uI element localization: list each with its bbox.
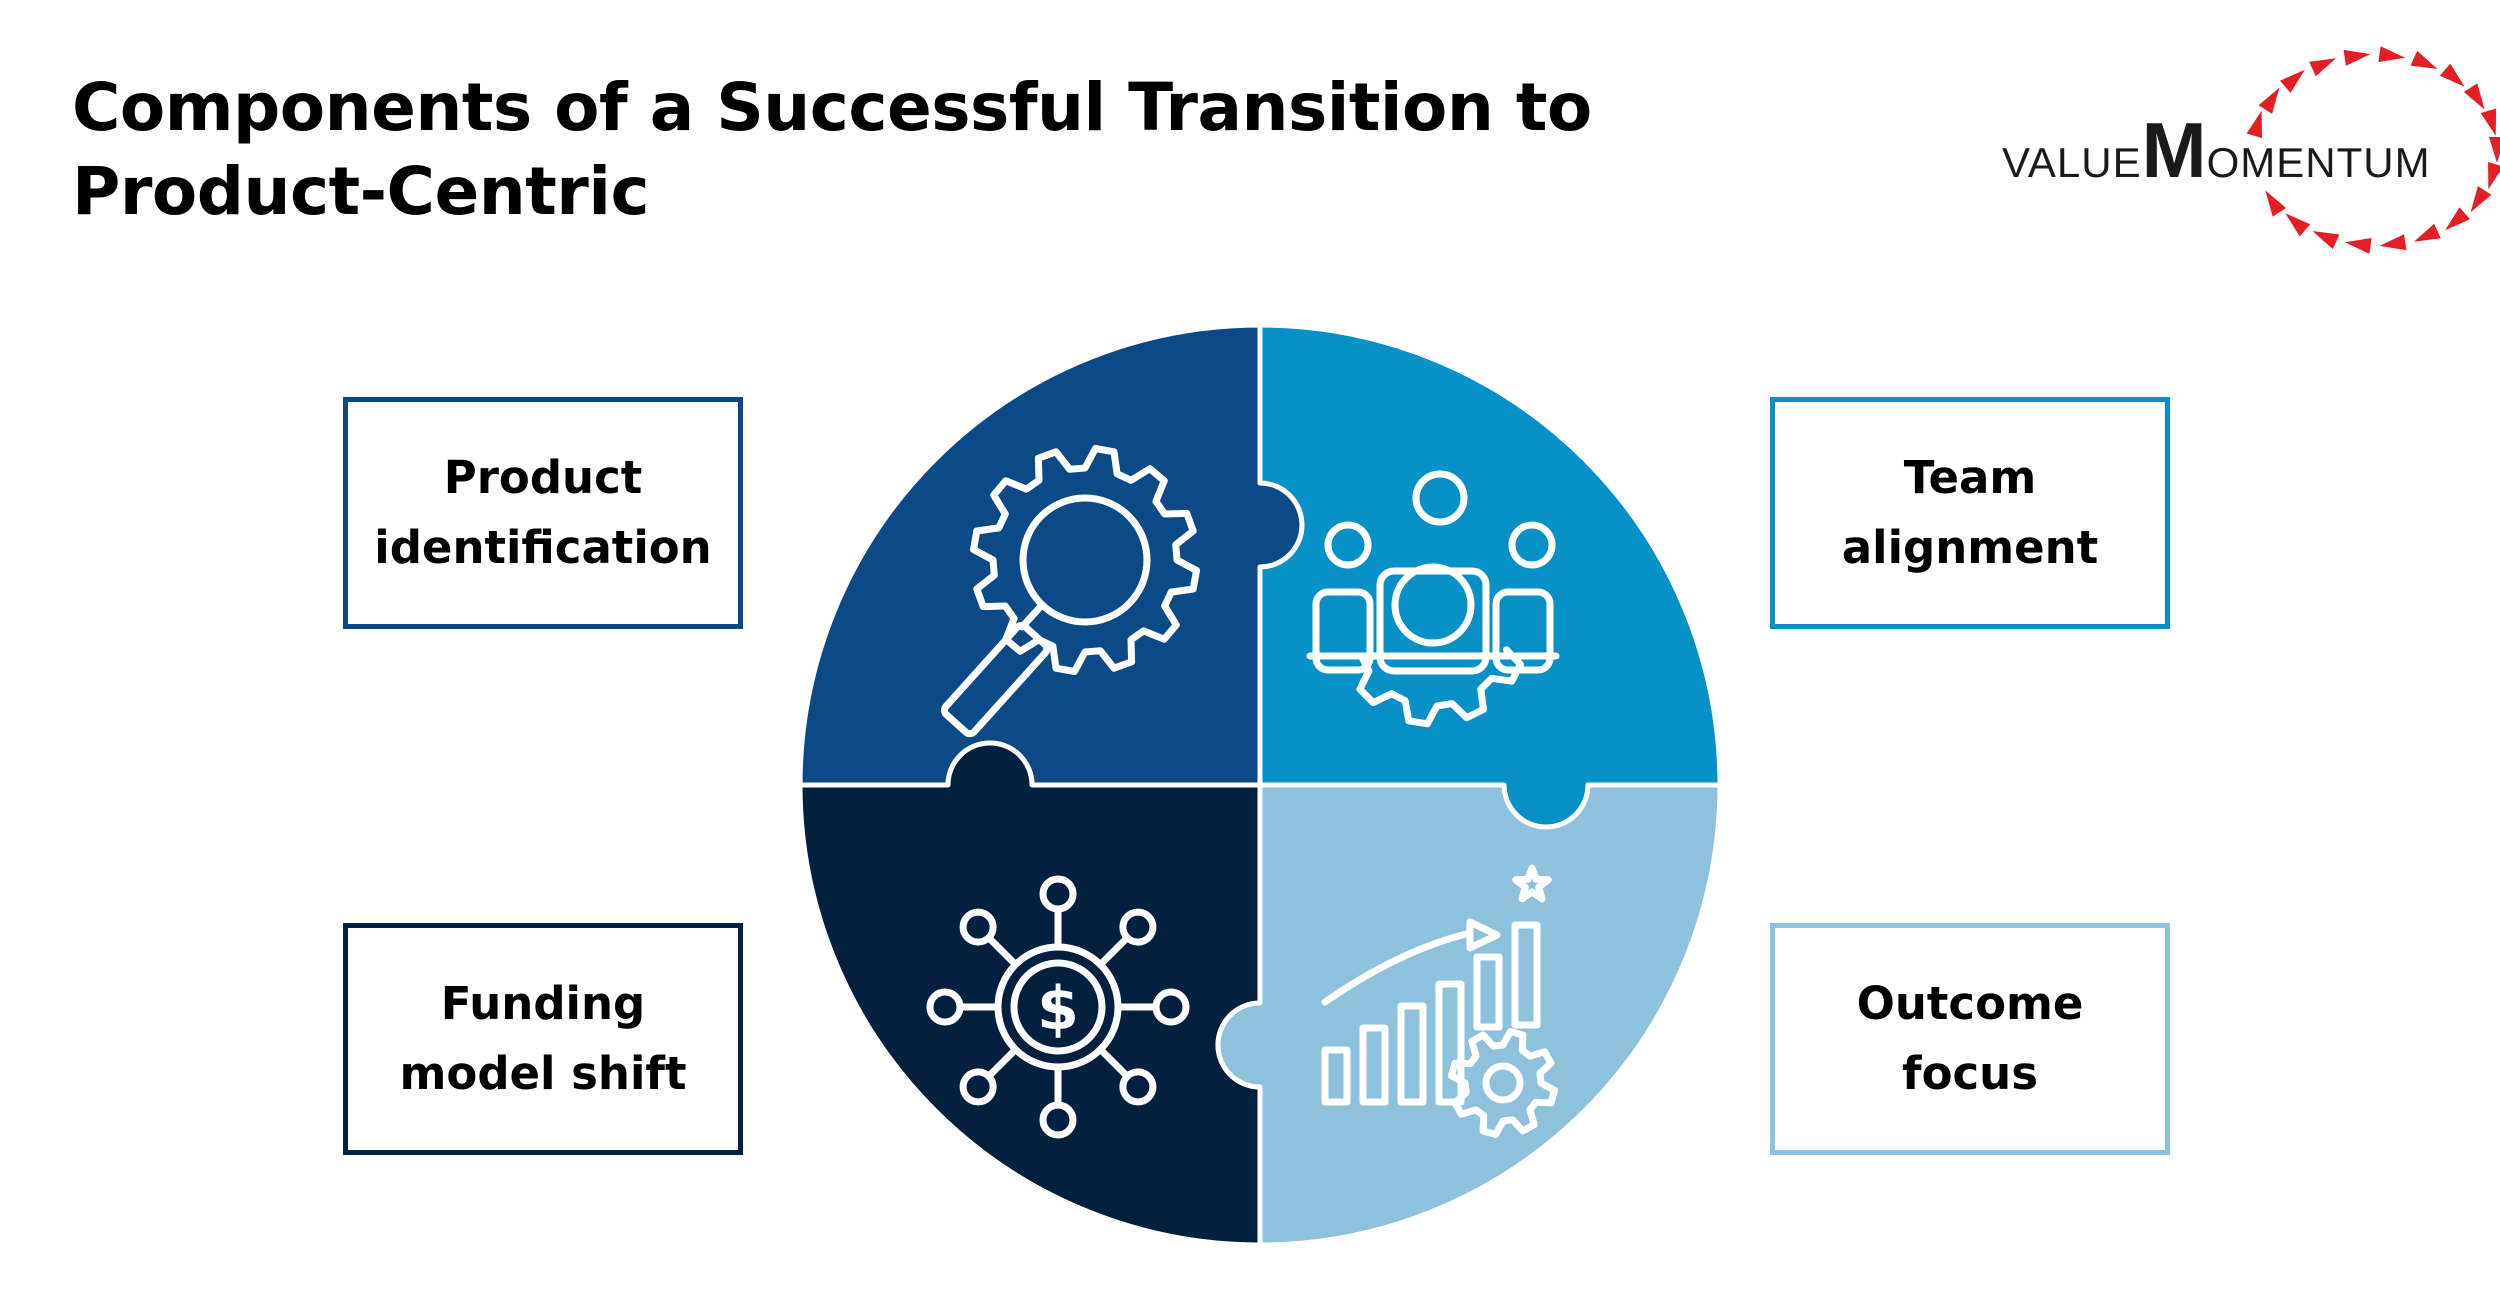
- logo-arrow: [2280, 69, 2305, 93]
- puzzle-piece-top-left: [797, 322, 1305, 788]
- label-line-2: focus: [1902, 1047, 2038, 1100]
- dollar-sign-icon: $: [1037, 974, 1079, 1044]
- logo-arrow: [2413, 223, 2441, 242]
- logo-word-omentum: OMENTUM: [2207, 139, 2431, 186]
- network-node: [1119, 1068, 1157, 1106]
- puzzle-piece-bottom-left: [797, 740, 1263, 1248]
- logo-arrow: [2445, 207, 2470, 231]
- logo-wordmark: VALUEMOMENTUM: [2002, 106, 2431, 194]
- network-link: [985, 934, 1018, 967]
- team-gear-icon: [1306, 470, 1560, 728]
- label-funding-model-shift: Funding model shift: [343, 923, 743, 1155]
- network-node: [1119, 908, 1157, 946]
- label-team-alignment: Team alignment: [1770, 397, 2170, 629]
- label-line-1: Team: [1903, 451, 2037, 504]
- valuemomentum-logo: VALUEMOMENTUM: [2002, 46, 2500, 254]
- logo-arrow: [2470, 186, 2492, 213]
- network-link: [1098, 1047, 1131, 1080]
- page-title-line-1: Components of a Successful Transition to: [72, 69, 1592, 146]
- label-line-1: Funding: [440, 977, 646, 1030]
- logo-arrow: [2439, 63, 2465, 87]
- label-line-2: model shift: [399, 1047, 687, 1100]
- logo-arrow: [2309, 58, 2337, 77]
- logo-letter-m: M: [2142, 106, 2207, 194]
- logo-arrow: [2480, 108, 2497, 136]
- network-node: [1039, 1101, 1077, 1139]
- label-line-1: Outcome: [1856, 977, 2084, 1030]
- label-line-1: Product: [443, 451, 643, 504]
- network-node: [1152, 988, 1190, 1026]
- logo-arrow: [2265, 190, 2287, 217]
- growth-chart-gear-icon: [1321, 864, 1558, 1138]
- network-node: [959, 1068, 997, 1106]
- logo-arrow: [2488, 162, 2500, 190]
- puzzle-piece-bottom-right: [1215, 782, 1723, 1248]
- label-line-2: alignment: [1841, 521, 2099, 574]
- network-link: [1098, 934, 1131, 967]
- network-node: [959, 908, 997, 946]
- logo-arrow: [2378, 46, 2406, 62]
- logo-arrow: [2344, 238, 2372, 254]
- label-outcome-focus: Outcome focus: [1770, 923, 2170, 1155]
- logo-arrow-ring-icon: [2246, 46, 2500, 254]
- puzzle-circle-diagram: $: [797, 322, 1723, 1248]
- network-link: [985, 1047, 1018, 1080]
- label-line-2: identification: [374, 521, 712, 574]
- gear-magnifier-icon: [941, 445, 1200, 738]
- logo-arrow: [2379, 234, 2407, 251]
- logo-arrow: [2410, 50, 2438, 69]
- logo-word-value: VALUE: [2002, 139, 2142, 186]
- logo-arrow: [2312, 231, 2340, 250]
- dollar-network-icon: $: [926, 875, 1190, 1139]
- logo-arrow: [2285, 213, 2311, 237]
- logo-arrow: [2258, 87, 2280, 114]
- logo-arrow: [2246, 110, 2262, 138]
- logo-arrow: [2343, 49, 2371, 66]
- network-node: [926, 988, 964, 1026]
- network-node: [1039, 875, 1077, 913]
- logo-arrow: [2463, 83, 2485, 110]
- page-title-line-2: Product-Centric: [72, 153, 650, 230]
- puzzle-piece-top-right: [1257, 322, 1723, 830]
- logo-arrow: [2489, 137, 2500, 163]
- label-product-identification: Product identification: [343, 397, 743, 629]
- page-title: Components of a Successful Transition to…: [72, 66, 1772, 234]
